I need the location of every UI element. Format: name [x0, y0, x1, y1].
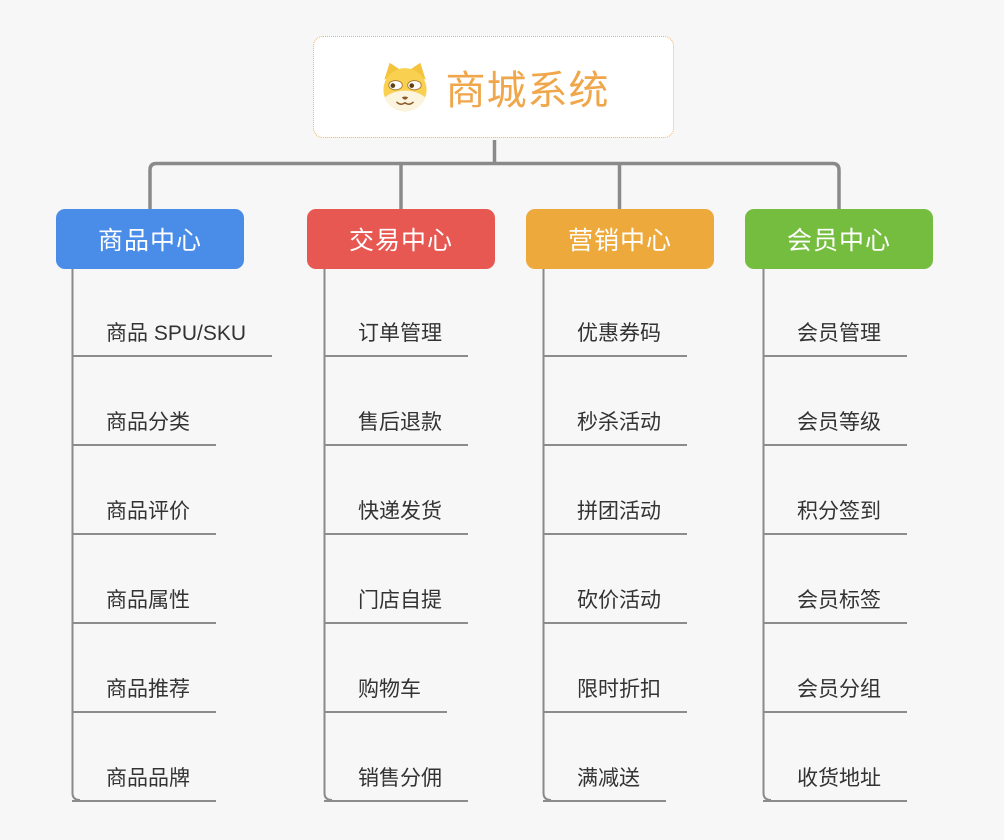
child-node[interactable]: 会员分组	[763, 675, 907, 713]
child-node[interactable]: 售后退款	[324, 408, 468, 446]
child-node[interactable]: 门店自提	[324, 586, 468, 624]
child-node[interactable]: 满减送	[543, 764, 666, 802]
root-title: 商城系统	[445, 69, 610, 113]
branch-node-product-center[interactable]: 商品中心	[56, 209, 244, 269]
child-node[interactable]: 秒杀活动	[543, 408, 687, 446]
child-node[interactable]: 优惠券码	[543, 319, 687, 357]
child-node[interactable]: 销售分佣	[324, 764, 468, 802]
child-node[interactable]: 商品推荐	[72, 675, 216, 713]
child-node[interactable]: 会员标签	[763, 586, 907, 624]
child-node[interactable]: 订单管理	[324, 319, 468, 357]
dog-face-icon	[378, 60, 432, 114]
child-node[interactable]: 购物车	[324, 675, 447, 713]
branch-node-member-center[interactable]: 会员中心	[745, 209, 933, 269]
child-node[interactable]: 快递发货	[324, 497, 468, 535]
child-node[interactable]: 限时折扣	[543, 675, 687, 713]
child-node[interactable]: 拼团活动	[543, 497, 687, 535]
child-node[interactable]: 积分签到	[763, 497, 907, 535]
child-node[interactable]: 商品评价	[72, 497, 216, 535]
child-node[interactable]: 商品 SPU/SKU	[72, 319, 273, 357]
branch-node-trade-center[interactable]: 交易中心	[307, 209, 495, 269]
branch-node-marketing-center[interactable]: 营销中心	[526, 209, 714, 269]
child-node[interactable]: 会员管理	[763, 319, 907, 357]
child-node[interactable]: 商品品牌	[72, 764, 216, 802]
child-node[interactable]: 商品分类	[72, 408, 216, 446]
child-node[interactable]: 会员等级	[763, 408, 907, 446]
child-node[interactable]: 砍价活动	[543, 586, 687, 624]
child-node[interactable]: 商品属性	[72, 586, 216, 624]
child-node[interactable]: 收货地址	[763, 764, 907, 802]
root-node[interactable]: 商城系统	[313, 36, 674, 138]
